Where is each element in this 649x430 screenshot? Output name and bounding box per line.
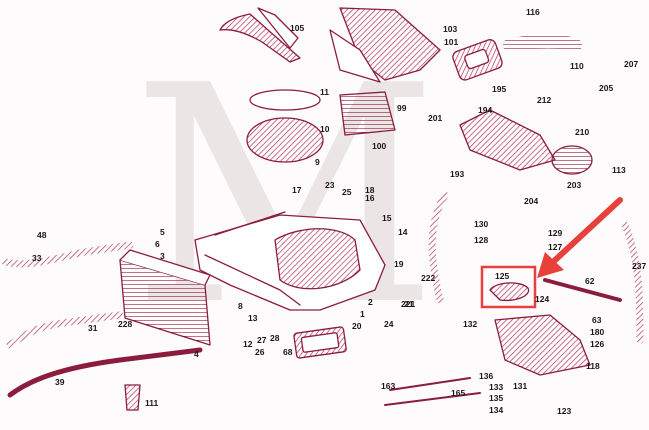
part-label-8: 8 [238,301,243,311]
highlight-arrow-shaft [550,197,623,265]
valve-125 [489,282,530,302]
part-label-19: 19 [394,259,404,269]
part-label-1: 1 [360,309,365,319]
part-label-27: 27 [257,335,267,345]
lever-62 [543,278,622,302]
bellows-203 [551,145,593,175]
part-label-28: 28 [270,333,280,343]
part-label-101: 101 [444,37,459,47]
part-label-9: 9 [315,157,320,167]
part-label-131: 131 [513,381,528,391]
part-label-124: 124 [535,294,550,304]
part-label-6: 6 [155,239,160,249]
part-label-110: 110 [570,61,584,71]
part-label-135: 135 [489,393,504,403]
part-label-24: 24 [384,319,394,329]
part-label-14: 14 [398,227,408,237]
part-label-39: 39 [55,377,65,387]
pipe-33 [1,241,134,268]
part-label-195: 195 [492,84,507,94]
part-label-123: 123 [557,406,572,416]
pipe-237 [621,221,644,344]
part-label-212: 212 [537,95,552,105]
part-label-12: 12 [243,339,253,349]
part-label-16: 16 [365,193,375,203]
part-label-205: 205 [599,83,614,93]
part-label-62: 62 [585,276,595,286]
highlight-arrow-head [537,252,564,278]
hose-110 [503,34,582,52]
duct-193 [459,109,556,171]
part-label-204: 204 [524,196,539,206]
part-label-11: 11 [320,87,329,97]
highlight-callout [480,197,623,309]
part-label-103: 103 [443,24,458,34]
part-label-163: 163 [381,381,396,391]
part-label-133: 133 [489,382,504,392]
part-label-68: 68 [283,347,293,357]
part-label-134: 134 [489,405,504,415]
air-duct-105 [219,13,301,63]
part-label-129: 129 [548,228,563,238]
part-label-222: 222 [421,273,436,283]
cable-163 [389,377,471,391]
part-label-18: 18 [365,185,375,195]
part-label-116: 116 [526,7,540,17]
part-label-48: 48 [37,230,47,240]
part-label-237: 237 [632,261,647,271]
part-label-21: 21 [404,299,414,309]
part-label-105: 105 [290,23,305,33]
part-label-210: 210 [575,127,590,137]
part-label-130: 130 [474,219,489,229]
part-label-33: 33 [32,253,42,263]
pipe-39 [7,347,203,398]
highlight-box-125 [480,265,537,309]
part-label-31: 31 [88,323,98,333]
part-label-126: 126 [590,339,605,349]
part-label-13: 13 [248,313,258,323]
part-label-23: 23 [325,180,335,190]
part-label-10: 10 [320,124,330,134]
cable-165 [384,392,481,406]
filter-99 [339,91,396,136]
part-label-203: 203 [567,180,582,190]
part-label-118: 118 [586,361,600,371]
part-label-111: 111 [145,398,159,408]
part-label-63: 63 [592,315,602,325]
part-label-194: 194 [478,105,493,115]
part-label-127: 127 [548,242,563,252]
part-label-165: 165 [451,388,466,398]
part-label-4: 4 [194,349,199,359]
part-label-136: 136 [479,371,494,381]
part-label-221: 221 [401,299,416,309]
pipe-31 [6,311,124,349]
part-label-17: 17 [292,185,302,195]
part-label-3: 3 [160,251,165,261]
part-label-201: 201 [428,113,443,123]
part-label-25: 25 [342,187,352,197]
part-label-20: 20 [352,321,362,331]
part-label-26: 26 [255,347,265,357]
part-label-2: 2 [368,297,373,307]
plug-111 [124,384,141,411]
part-label-5: 5 [160,227,165,237]
pipe-222 [428,191,449,304]
control-valve-118 [494,314,591,376]
part-label-193: 193 [450,169,465,179]
part-label-100: 100 [372,141,387,151]
part-label-113: 113 [612,165,626,175]
part-label-128: 128 [474,235,489,245]
blower-motor-9 [246,117,324,163]
part-label-15: 15 [382,213,392,223]
part-label-125: 125 [495,271,510,281]
part-label-180: 180 [590,327,605,337]
part-label-228: 228 [118,319,133,329]
part-label-207: 207 [624,59,639,69]
part-label-132: 132 [463,319,478,329]
part-label-99: 99 [397,103,407,113]
